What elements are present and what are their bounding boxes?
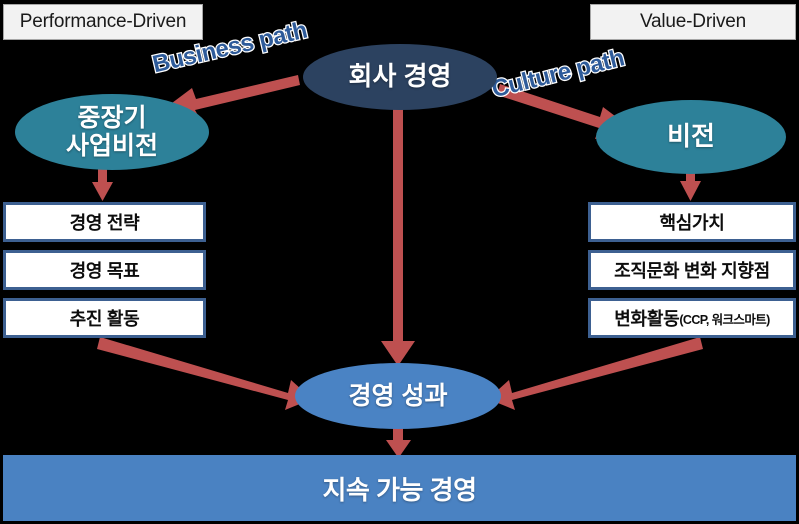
right-box-culture-change-direction: 조직문화 변화 지향점 [588,250,796,290]
node-midterm-business-vision-line1: 중장기 [77,104,147,132]
node-performance-result: 경영 성과 [295,363,501,429]
right-box-change-activity-sub: (CCP, 워크스마트) [679,312,770,327]
arrow-vision-to-corevalue [680,168,701,201]
node-midterm-business-vision-line2: 사업비전 [65,132,158,160]
header-chip-value-driven: Value-Driven [590,4,796,40]
node-company-management-label: 회사 경영 [348,61,452,92]
header-chip-performance-driven: Performance-Driven [3,4,203,40]
left-box-promotion-activity-label: 추진 활동 [69,309,140,329]
right-box-change-activity: 변화활동(CCP, 워크스마트) [588,298,796,338]
arrow-midterm-to-strategy [92,165,113,201]
arrow-left-stack-to-result [97,337,312,410]
node-sustainable-management: 지속 가능 경영 [3,455,796,521]
node-company-management: 회사 경영 [303,44,497,110]
header-chip-value-label: Value-Driven [639,11,746,32]
arrow-company-to-result [381,108,415,366]
arrow-result-to-sustainable [386,425,411,458]
arrow-right-stack-to-result [488,337,703,410]
right-box-core-value-label: 핵심가치 [659,213,725,233]
left-box-management-strategy-label: 경영 전략 [69,213,140,233]
node-midterm-business-vision: 중장기 사업비전 [15,94,209,170]
node-vision-label: 비전 [667,121,715,152]
right-box-change-activity-label: 변화활동 [614,309,680,329]
node-sustainable-management-label: 지속 가능 경영 [322,474,477,505]
left-box-management-goal-label: 경영 목표 [69,261,140,281]
arrow-company-to-midterm [160,75,300,119]
right-box-core-value: 핵심가치 [588,202,796,242]
left-box-promotion-activity: 추진 활동 [3,298,206,338]
left-box-management-strategy: 경영 전략 [3,202,206,242]
header-chip-performance-label: Performance-Driven [19,11,187,32]
node-performance-result-label: 경영 성과 [348,382,448,410]
left-box-management-goal: 경영 목표 [3,250,206,290]
right-box-culture-change-direction-label: 조직문화 변화 지향점 [614,261,770,281]
node-vision: 비전 [596,100,786,174]
